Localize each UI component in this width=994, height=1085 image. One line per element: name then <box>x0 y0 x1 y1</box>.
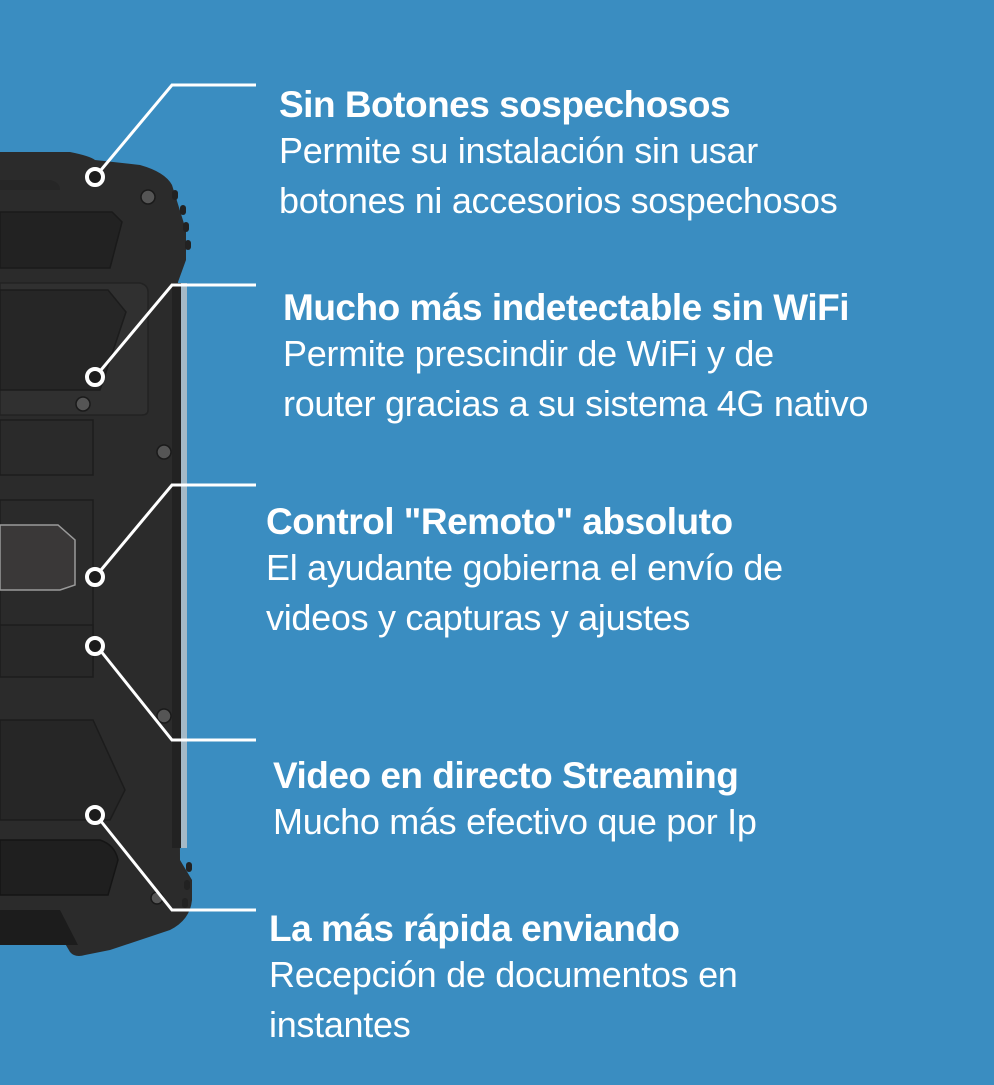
feature-remote-control: Control "Remoto" absoluto El ayudante go… <box>266 501 783 643</box>
callout-marker-icon <box>85 167 105 825</box>
feature-description: Mucho más efectivo que por Ip <box>273 801 757 842</box>
feature-title: Video en directo Streaming <box>273 755 739 796</box>
feature-no-wifi: Mucho más indetectable sin WiFi Permite … <box>283 287 868 429</box>
feature-live-streaming: Video en directo Streaming Mucho más efe… <box>273 755 757 847</box>
phone-body <box>0 152 192 956</box>
screw-icon <box>75 189 172 905</box>
feature-description: Permite su instalación sin usar <box>279 130 758 171</box>
feature-description: videos y capturas y ajustes <box>266 597 691 638</box>
feature-description: Recepción de documentos en <box>269 954 738 995</box>
feature-description: El ayudante gobierna el envío de <box>266 547 783 588</box>
feature-title: La más rápida enviando <box>269 908 680 949</box>
callout-lines <box>94 83 256 912</box>
feature-fast-sending: La más rápida enviando Recepción de docu… <box>269 908 738 1050</box>
feature-no-buttons: Sin Botones sospechosos Permite su insta… <box>279 84 838 226</box>
feature-description: Permite prescindir de WiFi y de <box>283 333 774 374</box>
feature-description: router gracias a su sistema 4G nativo <box>283 383 869 424</box>
feature-description: botones ni accesorios sospechosos <box>279 180 838 221</box>
feature-title: Sin Botones sospechosos <box>279 84 731 125</box>
feature-title: Mucho más indetectable sin WiFi <box>283 287 850 328</box>
feature-description: instantes <box>269 1004 411 1045</box>
feature-title: Control "Remoto" absoluto <box>266 501 733 542</box>
